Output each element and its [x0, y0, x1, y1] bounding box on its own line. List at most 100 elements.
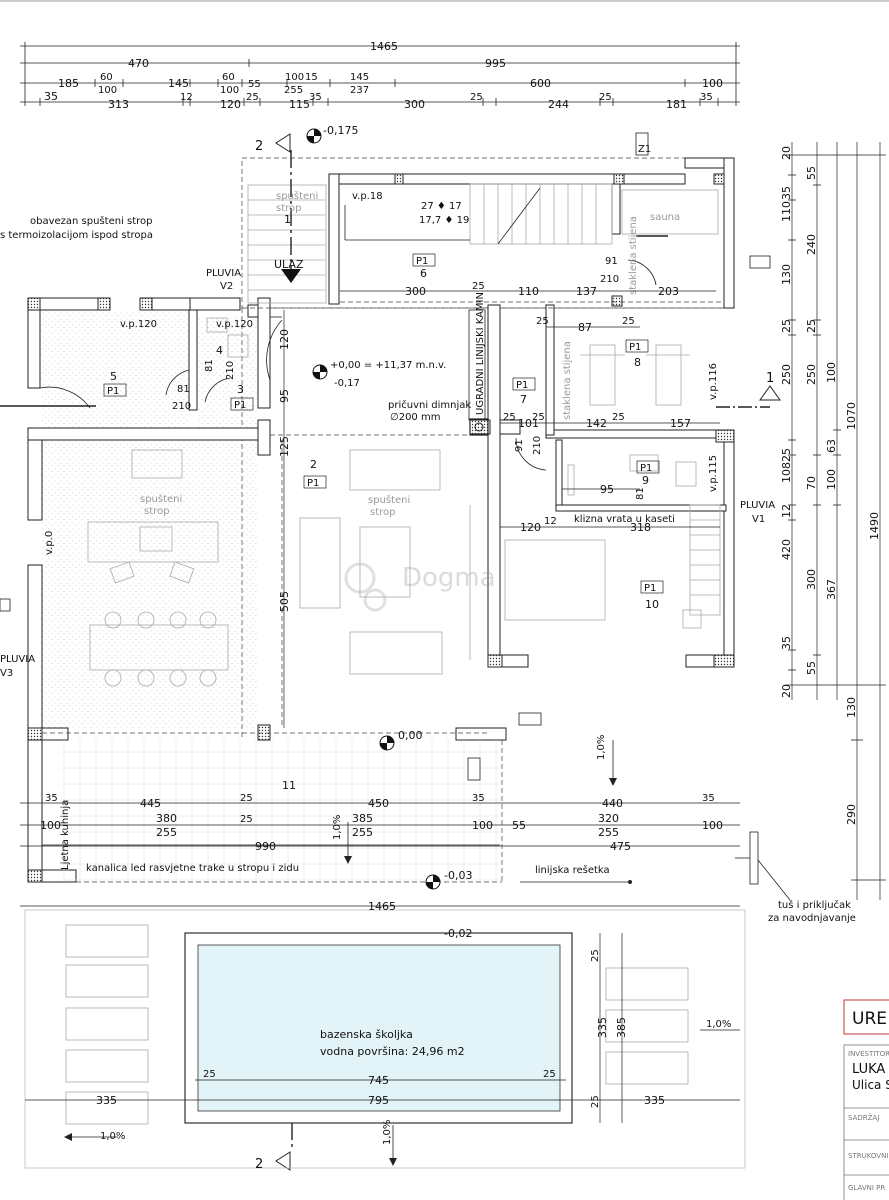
door-c-w: 81: [204, 359, 215, 372]
room-1-num: 1: [284, 213, 291, 226]
door-d-w: 91: [514, 439, 525, 452]
pluvia-v1-b: V1: [752, 514, 765, 525]
rdim-c1-3: 130: [780, 264, 793, 285]
vp120a-label: v.p.120: [120, 319, 157, 330]
pool-right-2: 385: [615, 1017, 628, 1038]
room-6-num: 6: [420, 267, 427, 280]
pool-label-1: bazenska školjka: [320, 1028, 413, 1041]
terrace-r2-0: 100: [40, 819, 61, 832]
rdim-c5-1: 130: [845, 697, 858, 718]
room10-dim-1: 12: [544, 516, 557, 527]
pool-label-2: vodna površina: 24,96 m2: [320, 1045, 465, 1058]
dim-row3-9: 255: [284, 85, 303, 96]
section-2-top: 2: [255, 139, 263, 154]
glass-wall-label: staklena stijena: [562, 341, 573, 420]
dim-row3-11: 237: [350, 85, 369, 96]
room-8-num: 8: [634, 356, 641, 369]
dim-row4-5: 115: [289, 98, 310, 111]
door-c-h: 210: [225, 361, 236, 380]
room-3-num: 3: [237, 383, 244, 396]
terrace-r2-7: 100: [702, 819, 723, 832]
room7-dim-2: 25: [532, 412, 545, 423]
rdim-c3-0: 100: [825, 362, 838, 383]
lead-label: GLAVNI PR: [848, 1184, 885, 1192]
room-10-label: P1: [644, 583, 656, 594]
terrace-r4-1: 475: [610, 840, 631, 853]
room-5-label: P1: [107, 386, 119, 397]
expert-label: STRUKOVNI: [848, 1152, 888, 1160]
drain-label: linijska rešetka: [535, 864, 610, 876]
vp116b-label: v.p.115: [708, 455, 719, 492]
chimney-diameter: ∅200 mm: [390, 412, 440, 423]
room-8-label: P1: [629, 342, 641, 353]
room-3-label: P1: [234, 400, 246, 411]
dim-row4-6: 35: [309, 92, 322, 103]
rdim-c4-0: 1070: [845, 402, 858, 430]
terrace-r1-5: 440: [602, 797, 623, 810]
terrace-r3-1: 255: [352, 826, 373, 839]
pool-r2-1: 795: [368, 1094, 389, 1107]
dim-row4-12: 35: [700, 92, 713, 103]
vp18-label: v.p.18: [352, 191, 383, 202]
pool-r1-1: 745: [368, 1074, 389, 1087]
room-9-label: P1: [640, 463, 652, 474]
section-2-bottom: 2: [255, 1157, 263, 1172]
dim-row4-9: 244: [548, 98, 569, 111]
dim-row4-3: 120: [220, 98, 241, 111]
room6-dim-3: 137: [576, 285, 597, 298]
bedroom-furniture: [504, 504, 721, 629]
rdim-c3-3: 367: [825, 579, 838, 600]
watermark-logo: [344, 562, 387, 612]
dim-row4-7: 300: [404, 98, 425, 111]
level-main-2: -0,17: [334, 378, 360, 389]
rdim-c2-1: 240: [805, 234, 818, 255]
dim-row4-0: 35: [44, 90, 58, 103]
vp0-label: v.p.0: [44, 531, 55, 555]
dim-row2-0: 470: [128, 57, 149, 70]
room9-dim-1: 81: [635, 487, 646, 500]
dim-row4-4: 25: [246, 92, 259, 103]
stairs-label-2: 17,7 ♦ 19: [419, 215, 469, 226]
rdim-c1-11: 20: [780, 684, 793, 698]
title-block-title: URE: [852, 1009, 887, 1029]
pool-right-0: 25: [590, 949, 601, 962]
rdim-c1-8: 12: [780, 504, 793, 518]
lowered-ceiling-1: spušteni: [276, 190, 318, 202]
pool-r2-0: 335: [96, 1094, 117, 1107]
sun-loungers-right: [605, 967, 689, 1085]
rdim-c2-5: 300: [805, 569, 818, 590]
pool-right-3: 25: [590, 1095, 601, 1108]
summer-kitchen-label: Ljetna kuhinja: [60, 800, 71, 870]
terrace-r1-2: 25: [240, 793, 253, 804]
room6-dim-0: 300: [405, 285, 426, 298]
vp116a-label: v.p.116: [708, 363, 719, 400]
room-9-num: 9: [642, 474, 649, 487]
rdim-c1-9: 420: [780, 539, 793, 560]
chimney-label: pričuvni dimnjak: [388, 399, 471, 411]
room7-dim-4: 25: [612, 412, 625, 423]
main-walls: [27, 304, 735, 741]
rdim-c3-2: 100: [825, 469, 838, 490]
rdim-c1-5: 250: [780, 364, 793, 385]
dim-row3-4: 60: [222, 72, 235, 83]
terrace-r1-0: 35: [45, 793, 58, 804]
rdim-c1-2: 110: [780, 201, 793, 222]
shower-note-1: tuš i priključak: [778, 899, 851, 911]
rdim-c1-10: 35: [780, 636, 793, 650]
vert-a-3: 505: [278, 591, 291, 612]
content-label: SADRŽAJ: [848, 1113, 879, 1122]
room7-dim-5: 157: [670, 417, 691, 430]
terrace-r2-4: 100: [472, 819, 493, 832]
door-a-h: 210: [600, 274, 619, 285]
z1-label: Z1: [638, 144, 651, 155]
ceiling-note-2: s termoizolacijom ispod stropa: [0, 230, 153, 241]
bathroom-fixtures: [206, 317, 697, 496]
dim-row4-2: 12: [180, 92, 193, 103]
led-note: kanalica led rasvjetne trake u stropu i …: [86, 863, 299, 874]
watermark-text: Dogma: [402, 563, 496, 593]
room9-dim-0: 95: [600, 483, 614, 496]
terrace-r3-0: 255: [156, 826, 177, 839]
door-b-h: 210: [172, 401, 191, 412]
dim-row2-1: 995: [485, 57, 506, 70]
